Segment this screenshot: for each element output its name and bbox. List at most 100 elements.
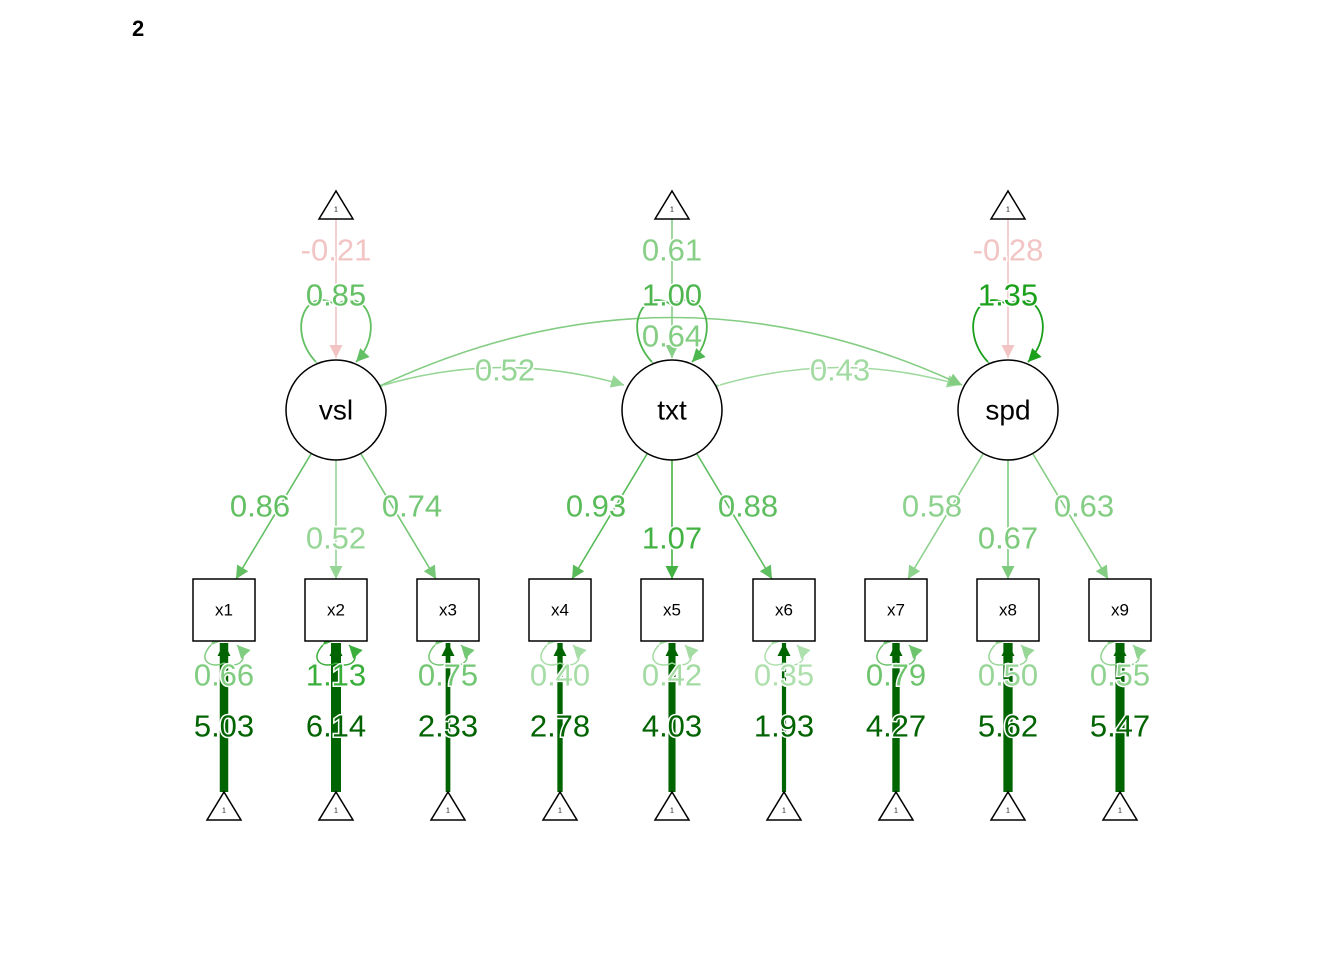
loading-edge [696, 453, 773, 580]
residual-label: 0.75 [418, 658, 478, 693]
constant-label: 1 [894, 808, 898, 815]
indicator-node-x9: x9 [1088, 578, 1152, 642]
constant-label: 1 [558, 808, 562, 815]
constant-triangle [653, 189, 691, 220]
loading-label: 1.07 [642, 521, 702, 556]
indicator-node-x7: x7 [864, 578, 928, 642]
latent-node-txt: txt [621, 359, 723, 461]
latent-constant: 1 [989, 189, 1027, 220]
loading-edge [571, 453, 648, 580]
loading-label: 0.67 [978, 521, 1038, 556]
loading-label: 0.58 [902, 489, 962, 524]
loading-edge [1032, 453, 1109, 580]
indicator-box [640, 578, 704, 642]
constant-triangle [765, 790, 803, 821]
indicator-name: x9 [1111, 601, 1129, 620]
loading-label: 0.74 [382, 489, 442, 524]
constant-triangle [1101, 790, 1139, 821]
indicator-name: x5 [663, 601, 681, 620]
indicator-name: x6 [775, 601, 793, 620]
latent-name: spd [985, 395, 1030, 426]
indicator-constant: 1 [653, 790, 691, 821]
residual-loop [1100, 631, 1147, 666]
intercept-label: 5.62 [978, 709, 1038, 744]
intercept-label: 2.78 [530, 709, 590, 744]
indicator-constant: 1 [877, 790, 915, 821]
constant-triangle [989, 189, 1027, 220]
constant-label: 1 [782, 808, 786, 815]
indicator-box [192, 578, 256, 642]
latent-circle [621, 359, 723, 461]
indicator-node-x2: x2 [304, 578, 368, 642]
latent-constant: 1 [653, 189, 691, 220]
residual-loop [428, 631, 475, 666]
indicator-node-x8: x8 [976, 578, 1040, 642]
constant-label: 1 [670, 207, 674, 214]
residual-loop [540, 631, 587, 666]
indicator-name: x1 [215, 601, 233, 620]
residual-label: 0.40 [530, 658, 590, 693]
constant-label: 1 [1006, 207, 1010, 214]
constant-label: 1 [334, 808, 338, 815]
figure-title: 2 [132, 16, 145, 41]
latent-variance-label: 1.00 [642, 278, 702, 313]
indicator-box [304, 578, 368, 642]
indicator-node-x5: x5 [640, 578, 704, 642]
indicator-constant: 1 [541, 790, 579, 821]
constant-triangle [989, 790, 1027, 821]
indicator-node-x6: x6 [752, 578, 816, 642]
residual-label: 0.66 [194, 658, 254, 693]
indicator-box [976, 578, 1040, 642]
indicator-constant: 1 [989, 790, 1027, 821]
indicator-box [416, 578, 480, 642]
intercept-label: 2.33 [418, 709, 478, 744]
constant-triangle [653, 790, 691, 821]
loading-label: 0.88 [718, 489, 778, 524]
residual-label: 0.50 [978, 658, 1038, 693]
residual-label: 0.35 [754, 658, 814, 693]
residual-label: 0.79 [866, 658, 926, 693]
constant-triangle [317, 790, 355, 821]
indicator-box [864, 578, 928, 642]
loading-label: 0.63 [1054, 489, 1114, 524]
latent-variance-label: 0.85 [306, 278, 366, 313]
latent-node-vsl: vsl [285, 359, 387, 461]
constant-triangle [877, 790, 915, 821]
residual-label: 0.55 [1090, 658, 1150, 693]
covariance-label: 0.52 [475, 353, 535, 388]
indicator-name: x4 [551, 601, 569, 620]
constant-label: 1 [446, 808, 450, 815]
indicator-node-x3: x3 [416, 578, 480, 642]
constant-triangle [429, 790, 467, 821]
intercept-label: 6.14 [306, 709, 366, 744]
constant-label: 1 [670, 808, 674, 815]
latent-circle [957, 359, 1059, 461]
intercept-label: 1.93 [754, 709, 814, 744]
loading-label: 0.52 [306, 521, 366, 556]
constant-label: 1 [222, 808, 226, 815]
residual-label: 0.42 [642, 658, 702, 693]
indicator-node-x4: x4 [528, 578, 592, 642]
residual-loop [652, 631, 699, 666]
indicator-constant: 1 [205, 790, 243, 821]
intercept-label: 5.47 [1090, 709, 1150, 744]
constant-label: 1 [1118, 808, 1122, 815]
constant-label: 1 [334, 207, 338, 214]
indicator-constant: 1 [765, 790, 803, 821]
indicator-box [528, 578, 592, 642]
covariance-label: 0.64 [642, 319, 702, 354]
intercept-label: 5.03 [194, 709, 254, 744]
indicator-constant: 1 [429, 790, 467, 821]
latent-mean-label: -0.21 [301, 233, 372, 268]
latent-variance-label: 1.35 [978, 278, 1038, 313]
indicator-constant: 1 [1101, 790, 1139, 821]
indicator-name: x3 [439, 601, 457, 620]
indicator-node-x1: x1 [192, 578, 256, 642]
latent-variance-loop [972, 299, 1044, 376]
indicator-box [752, 578, 816, 642]
residual-loop [876, 631, 923, 666]
loading-edge [360, 453, 437, 580]
indicator-box [1088, 578, 1152, 642]
residual-loop [316, 631, 363, 666]
